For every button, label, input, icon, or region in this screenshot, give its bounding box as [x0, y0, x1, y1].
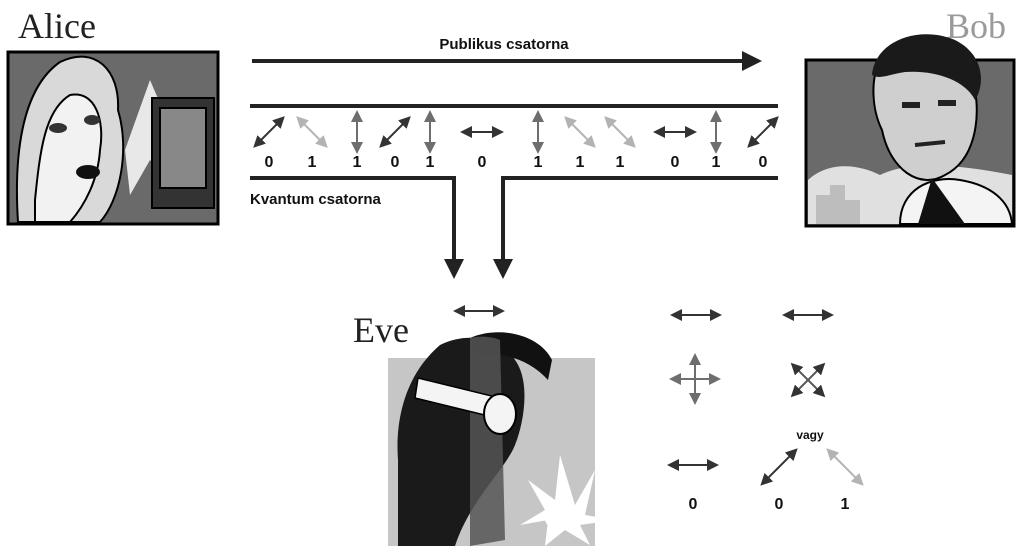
quantum-channel-left-branch [250, 176, 464, 279]
public-channel-label: Publikus csatorna [439, 36, 569, 53]
legend-bit-0-diagonal: 0 [775, 496, 784, 513]
diag-left-arrow [790, 362, 826, 398]
photon-bit-label: 1 [712, 154, 721, 171]
photon-diag-left-arrow [296, 116, 328, 148]
photon-diag-right-arrow [379, 116, 411, 148]
legend-diag-left-arrow [826, 448, 864, 486]
photon-bit-label: 1 [308, 154, 317, 171]
eve-label: Eve [353, 310, 409, 350]
photon-diag-right-arrow [253, 116, 285, 148]
photon-bit-label: 1 [534, 154, 543, 171]
photon-bit-label: 1 [426, 154, 435, 171]
legend-or-label: vagy [796, 428, 824, 442]
quantum-channel-label: Kvantum csatorna [250, 191, 382, 208]
photon-bit-label: 0 [265, 154, 274, 171]
photon-bit-label: 1 [353, 154, 362, 171]
photon-bit-label: 0 [759, 154, 768, 171]
polarization-legend: vagy 0 0 1 [667, 309, 864, 513]
photon-bit-label: 0 [391, 154, 400, 171]
diag-left-arrow [826, 448, 864, 486]
photon-bit-label: 0 [478, 154, 487, 171]
legend-bit-0-horizontal: 0 [689, 496, 698, 513]
legend-rectilinear-basis-icon [669, 353, 721, 405]
alice-label: Alice [18, 6, 96, 46]
photon-diag-left-arrow [604, 116, 636, 148]
photon-diag-right-arrow [747, 116, 779, 148]
legend-diag-right-arrow [760, 448, 798, 486]
diag-right-arrow [760, 448, 798, 486]
photon-bit-label: 1 [616, 154, 625, 171]
eve-portrait [388, 332, 615, 546]
legend-bit-1-diagonal: 1 [841, 496, 850, 513]
photon-stream: 0 1 1 0 1 0 1 1 1 0 1 0 [253, 110, 779, 171]
legend-diagonal-basis-icon [790, 362, 826, 398]
photon-bit-label: 0 [671, 154, 680, 171]
alice-portrait [6, 50, 220, 226]
photon-diag-left-arrow [564, 116, 596, 148]
quantum-channel-right-branch [493, 176, 778, 279]
bob-label: Bob [946, 6, 1006, 46]
photon-bit-label: 1 [576, 154, 585, 171]
bob-portrait [804, 34, 1016, 228]
